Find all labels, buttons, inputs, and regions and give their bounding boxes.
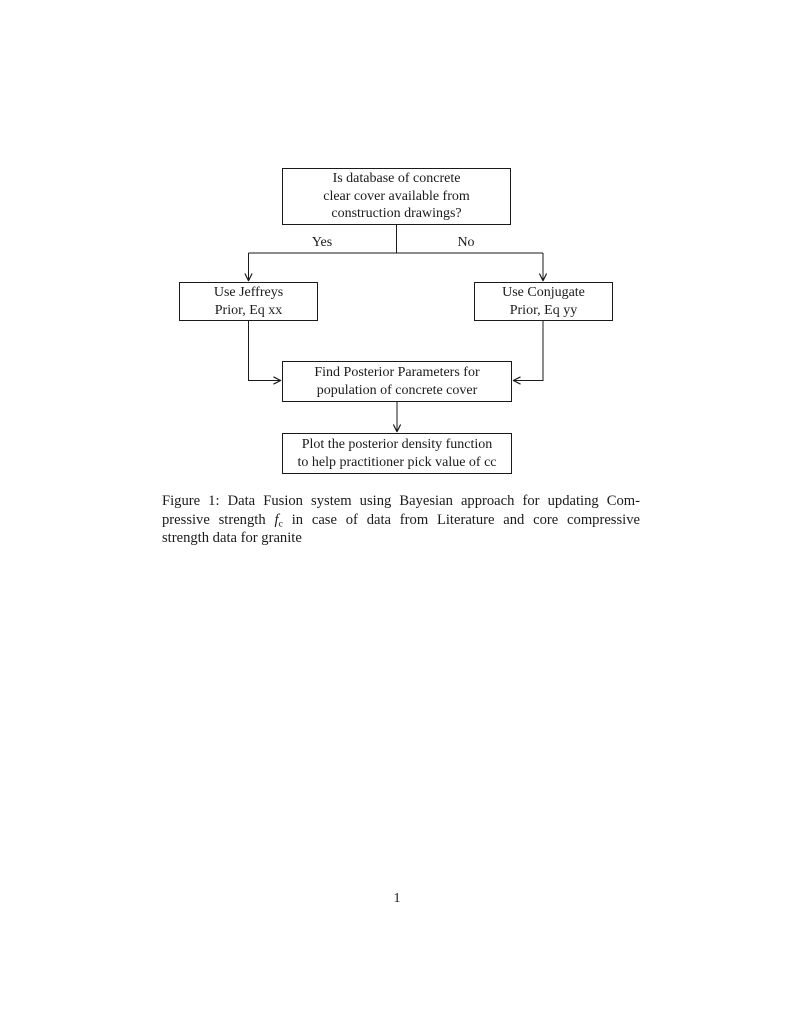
figure-caption-line1: Figure 1: Data Fusion system using Bayes… bbox=[162, 492, 640, 511]
flowchart-node-question: Is database of concrete clear cover avai… bbox=[282, 168, 511, 225]
math-subscript-c: c bbox=[278, 518, 283, 530]
math-variable-fc: f bbox=[274, 511, 279, 528]
edge-conjugate-to-posterior bbox=[512, 321, 544, 385]
flowchart-node-conjugate-prior: Use Conjugate Prior, Eq yy bbox=[474, 282, 613, 321]
edge-label-no: No bbox=[457, 235, 475, 250]
figure-caption-line3-text: strength data for granite bbox=[162, 530, 302, 547]
figure-caption: Figure 1: Data Fusion system using Bayes… bbox=[162, 492, 640, 548]
figure-caption-line2: pressive strength fc in case of data fro… bbox=[162, 511, 640, 530]
figure-caption-line3: strength data for granite bbox=[162, 529, 640, 548]
figure-caption-line2-pre: pressive strength bbox=[162, 511, 275, 528]
flowchart-node-plot-density: Plot the posterior density function to h… bbox=[282, 433, 512, 474]
flowchart-node-posterior-parameters: Find Posterior Parameters for population… bbox=[282, 361, 512, 402]
edge-label-yes: Yes bbox=[311, 235, 333, 250]
figure-caption-line1-text: Figure 1: Data Fusion system using Bayes… bbox=[162, 493, 640, 509]
edge-jeffreys-to-posterior bbox=[248, 321, 282, 385]
flowchart-node-jeffreys-prior: Use Jeffreys Prior, Eq xx bbox=[179, 282, 318, 321]
page-number: 1 bbox=[393, 891, 401, 906]
figure-caption-line2-post: in case of data from Literature and core… bbox=[282, 511, 640, 528]
